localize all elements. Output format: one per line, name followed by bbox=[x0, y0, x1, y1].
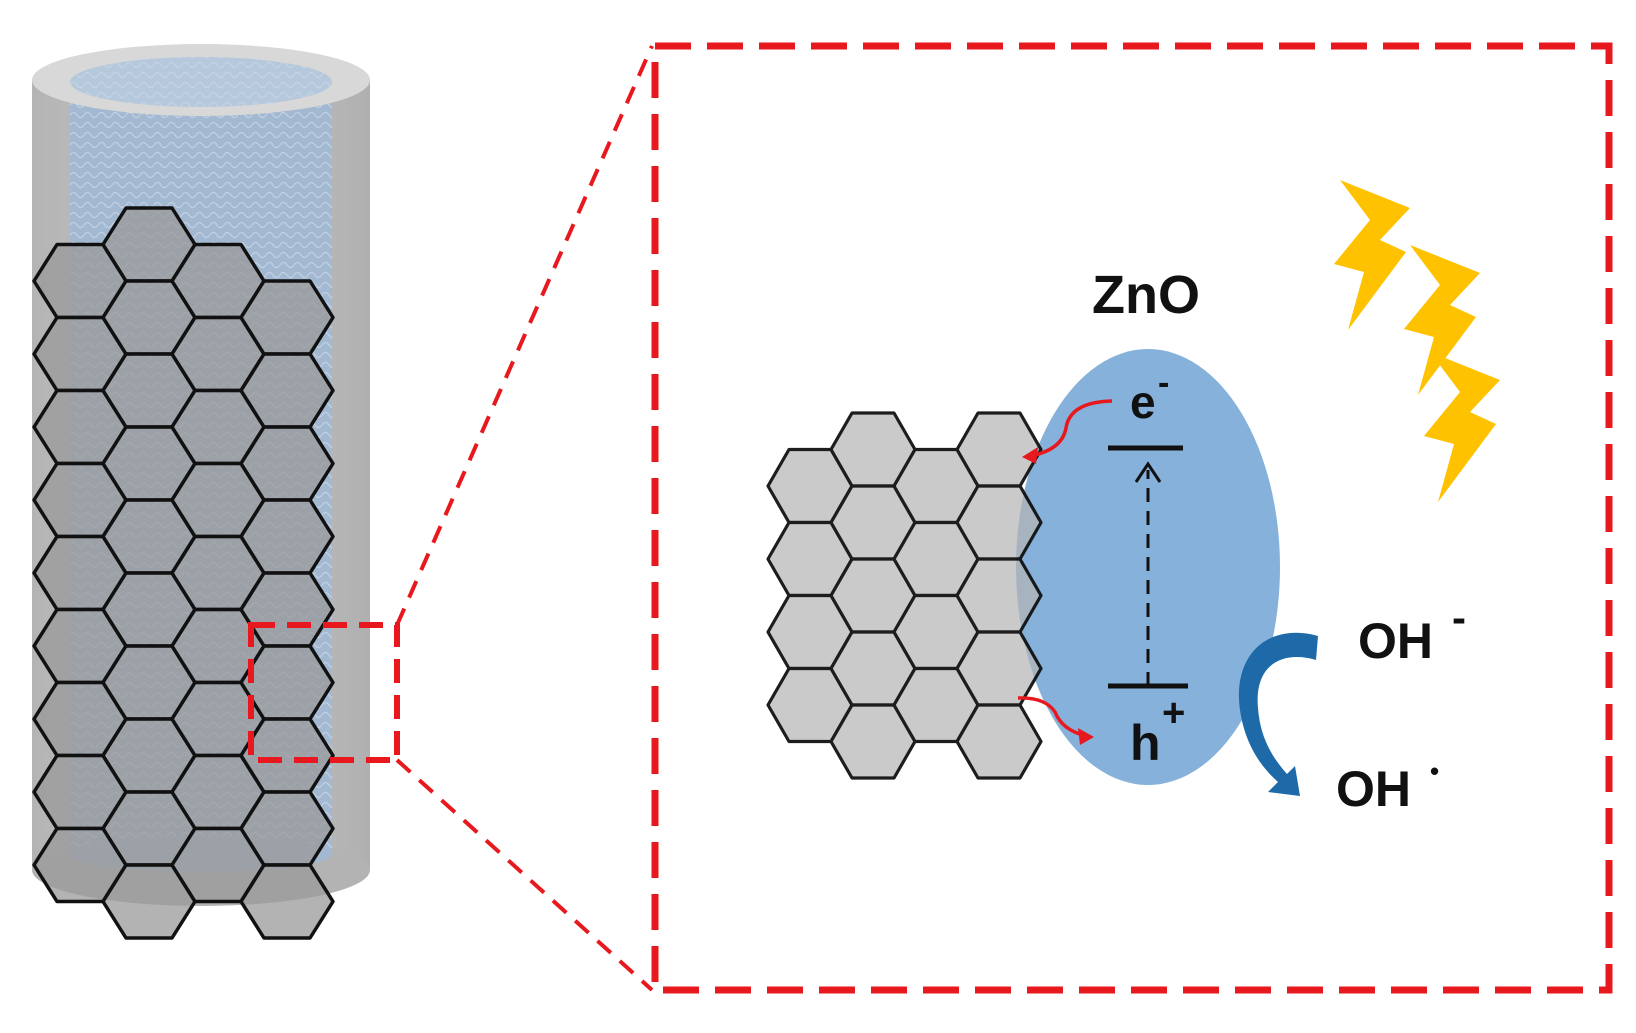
curved-arrow-icon bbox=[1238, 632, 1318, 796]
excitation-arrow-head bbox=[1134, 461, 1162, 483]
zoom-selection-box bbox=[248, 622, 400, 763]
lightning-bolt-icon bbox=[1334, 180, 1410, 330]
lightning-bolt-icon bbox=[1404, 245, 1480, 395]
graphene-sheet-detail bbox=[766, 411, 1043, 780]
hexagon-cell bbox=[239, 863, 335, 940]
radical-label: OH bbox=[1336, 761, 1411, 817]
lightning-bolt-icon bbox=[1424, 352, 1500, 502]
zoom-detail-frame bbox=[651, 42, 1613, 994]
graphene-sheet-on-fiber bbox=[32, 206, 335, 940]
hole-transfer-arrowhead bbox=[1078, 728, 1094, 745]
electron-charge: - bbox=[1158, 364, 1169, 402]
hexagon-cell bbox=[955, 703, 1043, 780]
electron-label: e bbox=[1130, 376, 1156, 428]
hydroxide-label: OH bbox=[1358, 613, 1433, 669]
hydroxide-charge: - bbox=[1452, 594, 1466, 641]
lightning-group bbox=[1334, 180, 1500, 502]
hole-charge: + bbox=[1162, 691, 1185, 735]
radical-mark: • bbox=[1430, 756, 1439, 786]
zoom-connector-bottom bbox=[395, 758, 654, 992]
electron-transfer-arrowhead bbox=[1022, 447, 1038, 464]
zno-label: ZnO bbox=[1092, 265, 1200, 325]
hole-label: h bbox=[1130, 715, 1161, 771]
hole-transfer-arrow bbox=[1017, 696, 1087, 738]
electron-transfer-arrow bbox=[1029, 399, 1113, 458]
zoom-connector-top bbox=[395, 45, 654, 626]
